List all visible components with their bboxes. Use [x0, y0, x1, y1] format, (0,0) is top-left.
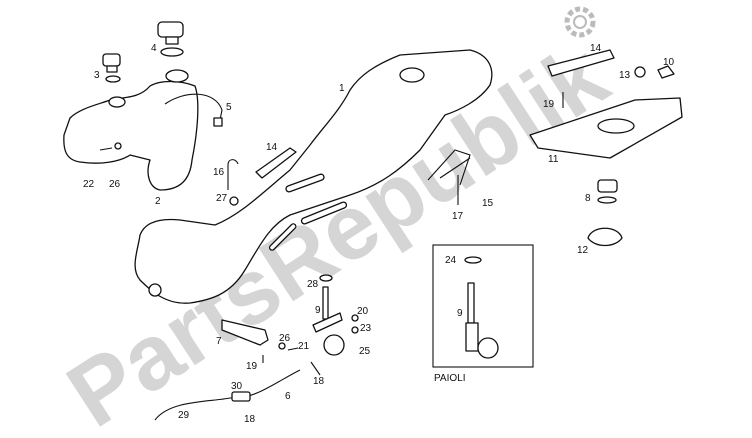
label-3: 3: [94, 70, 100, 81]
label-9: 9: [315, 305, 321, 316]
label-12: 12: [577, 245, 589, 256]
oring-right: [597, 196, 617, 204]
label-16: 16: [213, 167, 225, 178]
label-27: 27: [216, 193, 228, 204]
label-9-paioli: 9: [457, 308, 463, 319]
label-18-bottom: 18: [244, 414, 256, 425]
fuel-tap: [312, 274, 345, 356]
label-26-bottom: 26: [279, 333, 291, 344]
frame-fuel-tank: [134, 49, 493, 304]
cover-plate: [529, 97, 683, 159]
label-23: 23: [360, 323, 372, 334]
watermark-logo: PartsRepublik: [50, 6, 625, 438]
fuel-filter: [231, 391, 251, 402]
label-14-right: 14: [590, 43, 602, 54]
label-22: 22: [83, 179, 95, 190]
rubber-pad-right: [547, 49, 615, 77]
label-28: 28: [307, 279, 319, 290]
paioli-caption: PAIOLI: [434, 373, 466, 384]
breather-pipe: [227, 159, 239, 190]
label-29: 29: [178, 410, 190, 421]
fuel-hose: [154, 369, 301, 421]
variant-box: [432, 244, 534, 368]
cap-right: [597, 179, 618, 193]
label-6: 6: [285, 391, 291, 402]
label-7: 7: [216, 336, 222, 347]
label-21: 21: [298, 341, 310, 352]
connector-icon: [213, 117, 223, 127]
oil-tank: [63, 69, 223, 191]
label-17: 17: [452, 211, 464, 222]
gasket-12: [587, 227, 623, 247]
label-25: 25: [359, 346, 371, 357]
label-5: 5: [226, 102, 232, 113]
label-2: 2: [155, 196, 161, 207]
label-19-top: 19: [543, 99, 555, 110]
label-13: 13: [619, 70, 631, 81]
cap-large: [157, 21, 184, 57]
label-14-left: 14: [266, 142, 278, 153]
cap-small: [102, 53, 121, 83]
label-11: 11: [548, 154, 559, 165]
label-18-top: 18: [313, 376, 325, 387]
label-10: 10: [663, 57, 675, 68]
label-15: 15: [482, 198, 494, 209]
plug: [634, 66, 646, 78]
clip: [657, 65, 675, 79]
label-19-bottom: 19: [246, 361, 258, 372]
rubber-pad-left: [255, 147, 297, 179]
label-4: 4: [151, 43, 157, 54]
label-30: 30: [231, 381, 243, 392]
label-8: 8: [585, 193, 591, 204]
label-24: 24: [445, 255, 457, 266]
label-20: 20: [357, 306, 369, 317]
label-26-top: 26: [109, 179, 121, 190]
support-bracket: [427, 149, 471, 186]
watermark-text: PartsRepublik: [50, 24, 625, 438]
nut: [229, 196, 239, 206]
bracket: [221, 319, 269, 346]
gear-icon: [564, 6, 596, 38]
paioli-tap: [464, 256, 499, 359]
label-1: 1: [339, 83, 345, 94]
